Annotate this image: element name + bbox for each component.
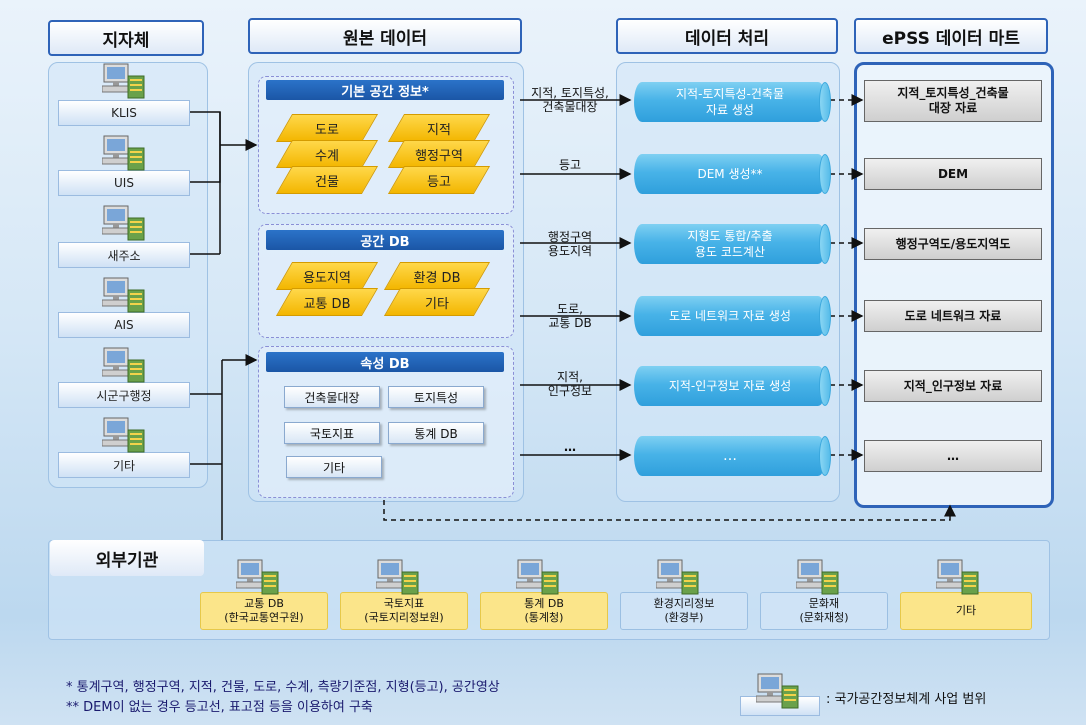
system-municipal-admin: 시군구행정 (58, 382, 190, 408)
item-cadastral: 지적 (396, 114, 482, 142)
item-contour: 등고 (396, 166, 482, 194)
computer-icon-heritage (795, 558, 840, 598)
computer-icon-municipal-admin (101, 346, 146, 386)
computer-icon-external-other (935, 558, 980, 598)
mart-cadastral-land-building: 지적_토지특성_건축물 대장 자료 (864, 80, 1042, 122)
flow-label-2: 등고 (558, 158, 582, 172)
computer-icon-statistics (515, 558, 560, 598)
process-cadastral-population: 지적-인구정보 자료 생성 (634, 366, 831, 406)
item-stats-db: 통계 DB (388, 422, 484, 444)
flow-label-6: … (564, 440, 576, 454)
header-processing: 데이터 처리 (616, 18, 838, 54)
process-road-network: 도로 네트워크 자료 생성 (634, 296, 831, 336)
computer-icon-traffic (235, 558, 280, 598)
system-other: 기타 (58, 452, 190, 478)
mart-dem: DEM (864, 158, 1042, 190)
item-attribute-other: 기타 (286, 456, 382, 478)
computer-icon-legend (755, 672, 800, 712)
computer-icon-klis (101, 62, 146, 102)
mart-other: … (864, 440, 1042, 472)
process-other: … (634, 436, 831, 476)
flow-label-5: 지적, 인구정보 (547, 370, 593, 398)
footnote-2: ** DEM이 없는 경우 등고선, 표고점 등을 이용하여 구축 (66, 700, 373, 715)
mart-cadastral-population: 지적_인구정보 자료 (864, 370, 1042, 402)
item-national-index: 국토지표 (284, 422, 380, 444)
item-traffic-db: 교통 DB (284, 288, 370, 316)
system-uis: UIS (58, 170, 190, 196)
process-dem: DEM 생성** (634, 154, 831, 194)
header-local-gov: 지자체 (48, 20, 204, 56)
item-building-register: 건축물대장 (284, 386, 380, 408)
process-topo-zoning: 지형도 통합/추출 용도 코드계산 (634, 224, 831, 264)
attribute-db-title: 속성 DB (266, 352, 504, 372)
system-new-address: 새주소 (58, 242, 190, 268)
footnote-1: * 통계구역, 행정구역, 지적, 건물, 도로, 수계, 측량기준점, 지형(… (66, 680, 500, 695)
legend-label: : 국가공간정보체계 사업 범위 (826, 692, 987, 707)
computer-icon-uis (101, 134, 146, 174)
computer-icon-ngii (375, 558, 420, 598)
item-env-db: 환경 DB (392, 262, 482, 290)
processing-panel (616, 62, 840, 502)
process-cadastral-land-building: 지적-토지특성-건축물 자료 생성 (634, 82, 831, 122)
mart-admin-zoning-map: 행정구역도/용도지역도 (864, 228, 1042, 260)
ext-org-heritage: 문화재 (문화재청) (760, 592, 888, 630)
mart-road-network: 도로 네트워크 자료 (864, 300, 1042, 332)
computer-icon-new-address (101, 204, 146, 244)
spatial-db-title: 공간 DB (266, 230, 504, 250)
item-hydro: 수계 (284, 140, 370, 168)
system-klis: KLIS (58, 100, 190, 126)
basic-spatial-title: 기본 공간 정보* (266, 80, 504, 100)
header-mart: ePSS 데이터 마트 (854, 18, 1048, 54)
flow-label-1: 지적, 토지특성, 건축물대장 (531, 86, 609, 114)
item-land-characteristics: 토지특성 (388, 386, 484, 408)
system-ais: AIS (58, 312, 190, 338)
ext-org-statistics: 통계 DB (통계청) (480, 592, 608, 630)
ext-org-environment: 환경지리정보 (환경부) (620, 592, 748, 630)
ext-org-traffic: 교통 DB (한국교통연구원) (200, 592, 328, 630)
flow-label-4: 도로, 교통 DB (548, 302, 592, 330)
flow-label-3: 행정구역 용도지역 (547, 230, 593, 258)
computer-icon-other (101, 416, 146, 456)
item-zoning: 용도지역 (284, 262, 370, 290)
computer-icon-ais (101, 276, 146, 316)
item-admin-district: 행정구역 (396, 140, 482, 168)
computer-icon-environment (655, 558, 700, 598)
local-gov-panel (48, 62, 208, 488)
item-building: 건물 (284, 166, 370, 194)
header-external: 외부기관 (50, 540, 204, 576)
header-source-data: 원본 데이터 (248, 18, 522, 54)
item-spatial-other: 기타 (392, 288, 482, 316)
item-road: 도로 (284, 114, 370, 142)
